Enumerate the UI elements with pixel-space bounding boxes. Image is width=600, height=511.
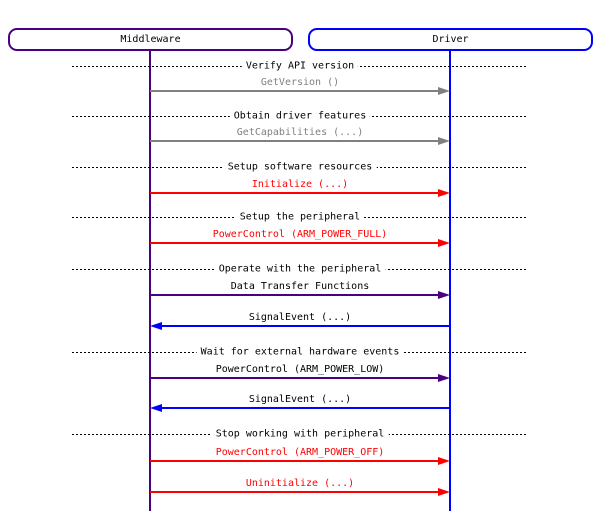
arrowhead-left-icon: [150, 322, 162, 330]
arrow-line: [150, 242, 442, 244]
arrow-line: [156, 325, 450, 327]
message-label: GetVersion (): [260, 77, 340, 88]
arrow-line: [150, 377, 442, 379]
message-label: Data Transfer Functions: [230, 281, 370, 292]
arrowhead-right-icon: [438, 488, 450, 496]
message-label: PowerControl (ARM_POWER_LOW): [215, 364, 385, 375]
message-label: Initialize (...): [251, 179, 349, 190]
arrow-line: [150, 460, 442, 462]
lifeline-driver: [449, 50, 451, 511]
divider-label: Setup the peripheral: [235, 211, 365, 223]
entity-box-middleware: Middleware: [8, 28, 293, 51]
entity-label-driver: Driver: [432, 34, 469, 45]
arrowhead-right-icon: [438, 291, 450, 299]
message-label: GetCapabilities (...): [236, 127, 364, 138]
message-label: PowerControl (ARM_POWER_FULL): [212, 229, 388, 240]
arrow-line: [150, 491, 442, 493]
arrow-line: [150, 90, 442, 92]
arrowhead-left-icon: [150, 404, 162, 412]
divider-label: Obtain driver features: [229, 110, 371, 122]
arrow-line: [150, 294, 442, 296]
divider-label: Wait for external hardware events: [196, 346, 404, 358]
arrowhead-right-icon: [438, 457, 450, 465]
arrow-line: [156, 407, 450, 409]
divider-label: Stop working with peripheral: [211, 428, 389, 440]
divider-label: Operate with the peripheral: [214, 263, 386, 275]
entity-box-driver: Driver: [308, 28, 593, 51]
arrowhead-right-icon: [438, 137, 450, 145]
message-label: SignalEvent (...): [248, 312, 352, 323]
arrow-line: [150, 140, 442, 142]
arrowhead-right-icon: [438, 87, 450, 95]
arrowhead-right-icon: [438, 239, 450, 247]
arrowhead-right-icon: [438, 374, 450, 382]
divider-label: Verify API version: [241, 60, 359, 72]
entity-label-middleware: Middleware: [120, 34, 181, 45]
message-label: PowerControl (ARM_POWER_OFF): [215, 447, 385, 458]
divider-label: Setup software resources: [223, 161, 377, 173]
arrowhead-right-icon: [438, 189, 450, 197]
arrow-line: [150, 192, 442, 194]
message-label: SignalEvent (...): [248, 394, 352, 405]
message-label: Uninitialize (...): [245, 478, 355, 489]
lifeline-middleware: [149, 50, 151, 511]
